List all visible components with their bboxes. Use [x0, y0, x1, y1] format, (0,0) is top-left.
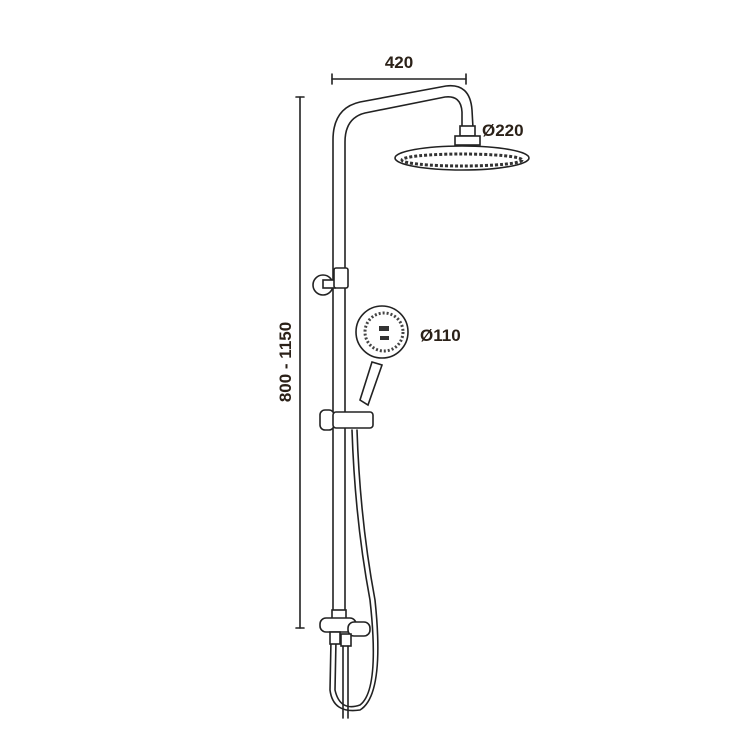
- height-range-label: 800 - 1150: [276, 322, 295, 402]
- arm-length-label: 420: [385, 53, 413, 72]
- hand-shower-diameter-label: Ø110: [420, 326, 461, 345]
- height-dimension: 800 - 1150: [276, 96, 305, 629]
- hand-shower-holder: [319, 409, 374, 431]
- wall-bracket: [312, 267, 349, 296]
- hand-shower: Ø110: [355, 305, 461, 407]
- overhead-shower: Ø220: [394, 121, 530, 171]
- hose: [329, 429, 379, 712]
- arm-length-dimension: 420: [331, 53, 467, 85]
- riser-pipe: [332, 84, 474, 621]
- overhead-diameter-label: Ø220: [482, 121, 524, 140]
- diverter: [319, 609, 371, 719]
